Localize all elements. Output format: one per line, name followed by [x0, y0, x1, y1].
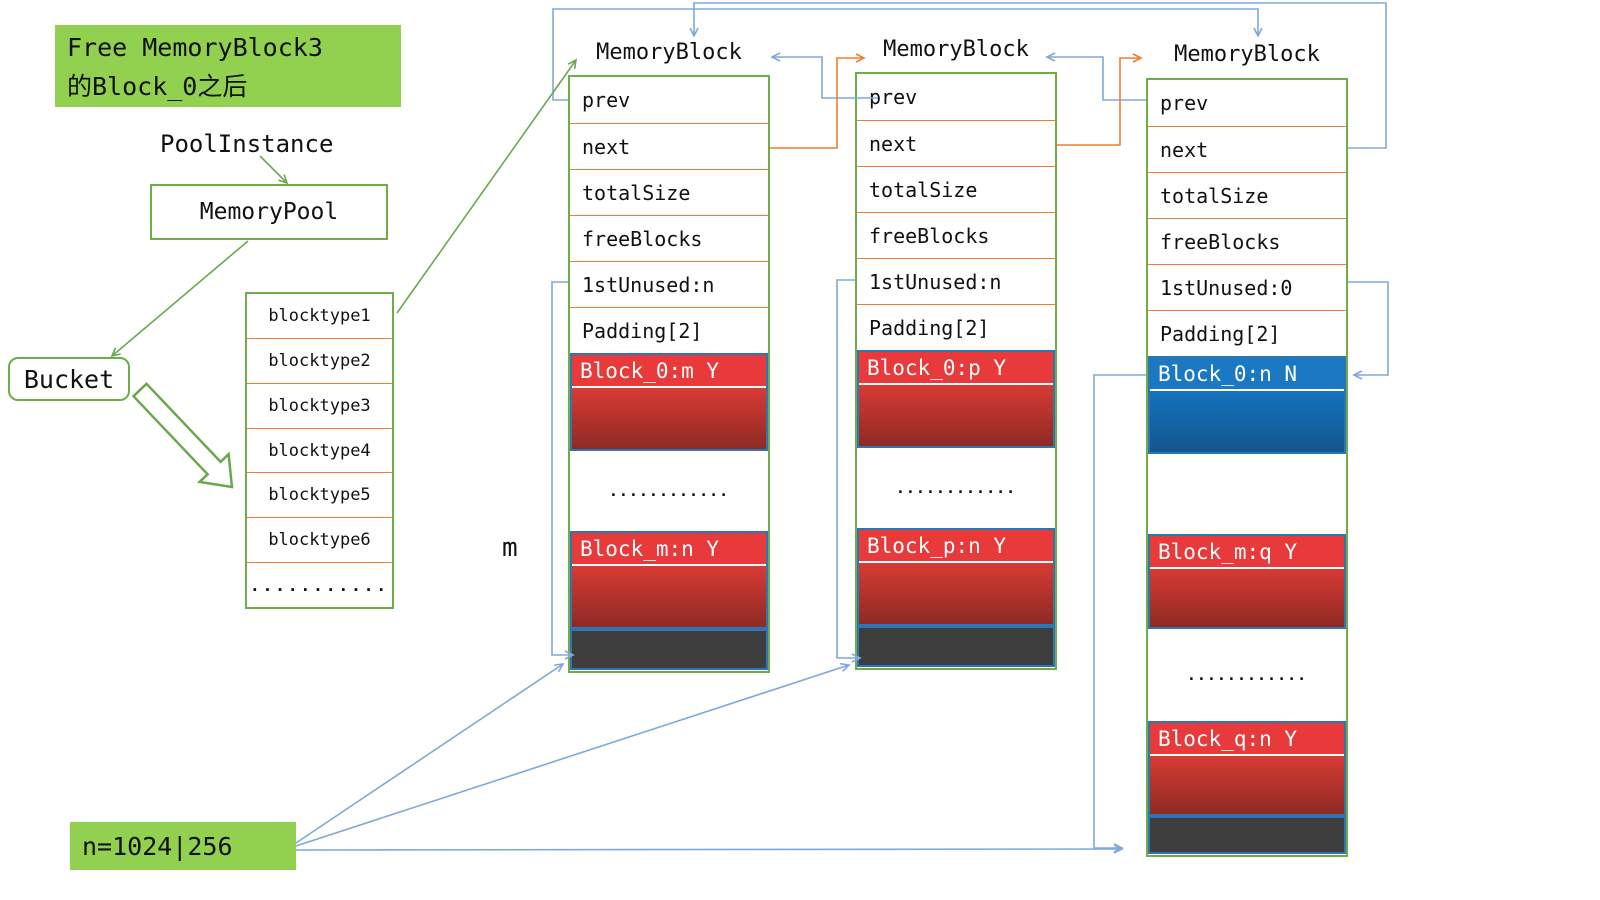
block-used: Block_p:n Y [857, 528, 1055, 626]
block-body [1150, 569, 1344, 627]
blocktype-row-ellipsis: ........... [247, 562, 392, 607]
memoryblock1-struct: prev next totalSize freeBlocks 1stUnused… [568, 75, 770, 673]
block-label: Block_0:n N [1150, 358, 1344, 391]
bucket-big-arrow [131, 382, 234, 489]
memoryblock2-struct: prev next totalSize freeBlocks 1stUnused… [855, 72, 1057, 670]
block-label: Block_m:q Y [1150, 536, 1344, 569]
block-label: Block_m:n Y [572, 533, 766, 566]
m-count-label: m [502, 533, 518, 563]
block-body [859, 385, 1053, 446]
arrow-block3-1stunused-to-block0 [1348, 281, 1389, 380]
blocktype-row: blocktype1 [268, 305, 371, 326]
block-body [859, 563, 1053, 624]
free-note-line1: Free MemoryBlock3 [67, 33, 323, 62]
field-next: next [570, 123, 768, 169]
arrow-n-to-end1 [295, 663, 565, 844]
n-value-box: n=1024|256 [70, 822, 296, 870]
field-totalsize: totalSize [857, 166, 1055, 212]
end-marker-block [857, 626, 1055, 667]
memoryblock2-title: MemoryBlock [883, 37, 1029, 62]
field-prev: prev [869, 85, 918, 109]
block-label: Block_0:p Y [859, 352, 1053, 385]
field-prev: prev [1160, 91, 1209, 115]
arrow-poolinstance-to-memorypool [259, 155, 289, 185]
field-totalsize: totalSize [570, 169, 768, 215]
blocktype-row: blocktype2 [247, 337, 392, 383]
free-note-box: Free MemoryBlock3 的Block_0之后 [55, 25, 401, 107]
arrow-block2-next-to-block3 [1057, 53, 1143, 146]
arrow-memorypool-to-bucket [110, 240, 249, 358]
field-1stunused: 1stUnused:n [570, 261, 768, 307]
ellipsis-gap: ............ [895, 479, 1017, 497]
memoryblock3-title: MemoryBlock [1174, 42, 1320, 67]
field-freeblocks: freeBlocks [857, 212, 1055, 258]
pool-instance-label: PoolInstance [160, 130, 334, 158]
block-label: Block_q:n Y [1150, 723, 1344, 756]
memoryblock3-struct: prev next totalSize freeBlocks 1stUnused… [1146, 78, 1348, 857]
block-body [572, 388, 766, 449]
block-label: Block_0:m Y [572, 355, 766, 388]
blocktype-row: blocktype3 [247, 382, 392, 428]
ellipsis-gap: ............ [608, 482, 730, 500]
end-marker-block [570, 629, 768, 670]
bucket-box: Bucket [8, 357, 130, 401]
memory-pool-box: MemoryPool [150, 184, 388, 240]
block-used: Block_m:n Y [570, 531, 768, 629]
field-1stunused: 1stUnused:0 [1148, 264, 1346, 310]
memory-pool-label: MemoryPool [199, 199, 339, 225]
arrow-block1-next-to-block2 [770, 53, 866, 149]
block-used: Block_m:q Y [1148, 534, 1346, 629]
blocktype-row: blocktype4 [247, 427, 392, 473]
bucket-label: Bucket [23, 364, 115, 394]
arrow-n-to-end3 [295, 844, 1124, 854]
blocktype-table: blocktype1 blocktype2 blocktype3 blockty… [245, 292, 394, 609]
field-padding: Padding[2] [1148, 310, 1346, 356]
block-body [1150, 756, 1344, 814]
ellipsis-gap: ............ [1186, 666, 1308, 684]
block-used: Block_0:m Y [570, 353, 768, 451]
end-marker-block [1148, 816, 1346, 854]
field-padding: Padding[2] [570, 307, 768, 353]
field-next: next [857, 120, 1055, 166]
field-1stunused: 1stUnused:n [857, 258, 1055, 304]
arrow-n-to-end2 [295, 662, 851, 847]
blocktype-row: blocktype5 [247, 472, 392, 517]
block-used: Block_q:n Y [1148, 721, 1346, 816]
block-used: Block_0:p Y [857, 350, 1055, 448]
field-totalsize: totalSize [1148, 172, 1346, 218]
field-next: next [1148, 126, 1346, 172]
field-padding: Padding[2] [857, 304, 1055, 350]
blocktype-row: blocktype6 [247, 517, 392, 562]
block-body [1150, 391, 1344, 452]
field-prev: prev [582, 88, 631, 112]
memoryblock1-title: MemoryBlock [596, 40, 742, 65]
empty-gap [1148, 454, 1346, 534]
arrow-blocktype1-to-memoryblock [396, 58, 578, 314]
free-note-line2: 的Block_0之后 [67, 71, 248, 101]
block-label: Block_p:n Y [859, 530, 1053, 563]
block-body [572, 566, 766, 627]
field-freeblocks: freeBlocks [570, 215, 768, 261]
arrow-freed-block0-to-end [1093, 374, 1146, 853]
arrow-block3-prev-to-block2 [1045, 52, 1146, 101]
field-freeblocks: freeBlocks [1148, 218, 1346, 264]
n-value-label: n=1024|256 [82, 831, 233, 861]
block-freed: Block_0:n N [1148, 356, 1346, 454]
